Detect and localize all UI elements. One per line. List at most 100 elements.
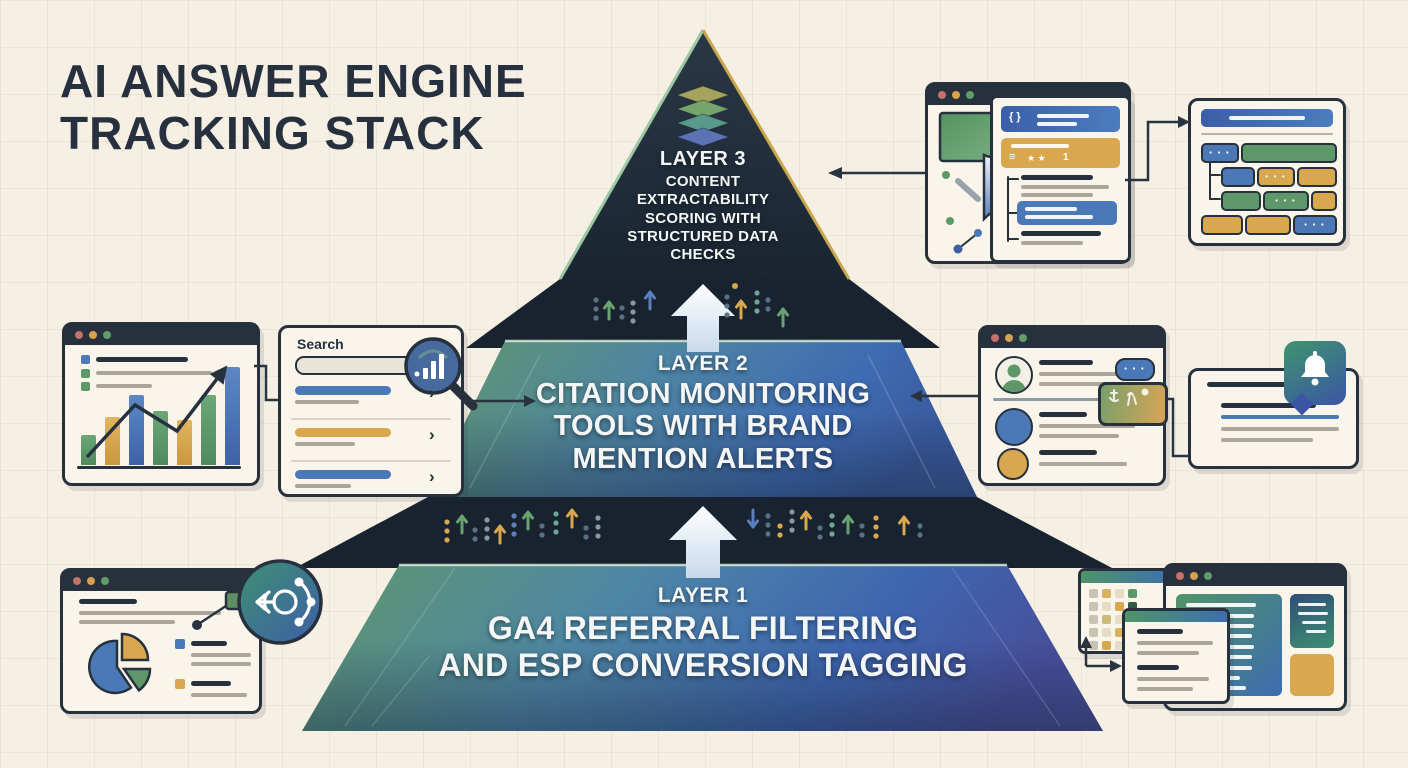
pyramid-layer3-triangle — [560, 30, 849, 279]
schema-block-orange — [1245, 215, 1291, 235]
pie-chart-window — [60, 568, 262, 714]
annotated-content-card: { } ≡ ★ ★ 1 — [990, 95, 1131, 263]
tree-stub — [1209, 198, 1221, 200]
chevron-right-icon: › — [429, 425, 435, 444]
highlight-banner — [1017, 201, 1117, 225]
text-line — [191, 693, 247, 697]
band1-decorations — [593, 283, 789, 328]
more-pill: • • • — [1115, 358, 1155, 381]
layer2-label: LAYER 2 — [657, 352, 749, 375]
schema-block-orange — [1297, 167, 1337, 187]
result-pill — [295, 428, 391, 437]
traffic-dot-red — [75, 331, 83, 339]
traffic-dot-green — [101, 577, 109, 585]
mini-header-bar — [1125, 611, 1227, 622]
magnifier-chart-icon — [404, 337, 478, 411]
schema-blocks-card: • • • • • • • • • • • • — [1188, 98, 1346, 246]
traffic-dot-red — [991, 334, 999, 342]
mentions-list-window: • • • — [978, 325, 1166, 486]
traffic-dot-yellow — [89, 331, 97, 339]
divider — [291, 418, 451, 420]
tree-stub — [1007, 212, 1019, 214]
text-line — [1021, 241, 1083, 245]
traffic-dot-red — [1176, 572, 1184, 580]
heading-line — [1137, 665, 1179, 670]
bar-chart-content — [65, 345, 257, 477]
text-line — [191, 662, 251, 666]
schema-block-green — [1241, 143, 1337, 163]
legend-swatch-green — [81, 369, 90, 378]
traffic-dot-red — [73, 577, 81, 585]
text-line — [1221, 438, 1313, 442]
search-results-panel: Search › › › — [278, 325, 478, 497]
traffic-dot-yellow — [1190, 572, 1198, 580]
search-label: Search — [297, 336, 344, 352]
star-rating-icon: ★ ★ — [1027, 153, 1046, 163]
tree-stub — [1007, 238, 1019, 240]
tree-connector — [1007, 176, 1009, 242]
traffic-dot-green — [1204, 572, 1212, 580]
window-titlebar — [63, 571, 259, 591]
result-pill — [295, 386, 391, 395]
doc-mini-card — [1122, 608, 1230, 704]
text-line — [1039, 372, 1131, 376]
text-line — [191, 653, 251, 657]
report-orange-panel — [1290, 654, 1334, 696]
legend-swatch-blue — [81, 355, 90, 364]
schema-block-orange — [1201, 215, 1243, 235]
window-titlebar — [1166, 566, 1344, 586]
text-line — [1039, 424, 1135, 428]
page-title: AI ANSWER ENGINE TRACKING STACK — [60, 55, 527, 159]
text-line — [1025, 207, 1077, 211]
heading-line — [79, 599, 137, 604]
legend-swatch-blue — [175, 639, 185, 649]
text-line — [1021, 193, 1093, 197]
layer3-green-edge — [558, 29, 705, 280]
traffic-dot-yellow — [952, 91, 960, 99]
text-line — [1039, 434, 1119, 438]
traffic-dot-green — [966, 91, 974, 99]
flow-arrow-up-1 — [671, 284, 735, 352]
window-titlebar — [981, 328, 1163, 348]
text-line — [1011, 144, 1069, 148]
legend-line — [191, 641, 227, 646]
layers-stack-icon — [675, 85, 731, 147]
traffic-dot-green — [1019, 334, 1027, 342]
text-line — [1137, 641, 1213, 645]
chevron-right-icon: › — [429, 383, 435, 402]
page-title-line1: AI ANSWER ENGINE — [60, 55, 527, 107]
window-titlebar — [65, 325, 257, 345]
text-line — [1037, 122, 1077, 126]
legend-line — [96, 384, 152, 388]
divider — [291, 460, 451, 462]
legend-swatch-orange — [175, 679, 185, 689]
report-side-panel — [1290, 594, 1334, 648]
rating-count: 1 — [1063, 152, 1069, 163]
heading-line — [1039, 412, 1087, 417]
legend-line — [96, 371, 212, 375]
bell-icon — [1301, 351, 1329, 386]
schema-block-orange — [1311, 191, 1337, 211]
heading-line — [1021, 231, 1101, 236]
schema-block-blue: • • • — [1201, 143, 1239, 163]
code-banner: { } — [1001, 106, 1120, 132]
layer1-description: GA4 REFERRAL FILTERING AND ESP CONVERSIO… — [438, 610, 968, 683]
layer3-gold-edge — [701, 29, 851, 280]
result-subline — [295, 484, 351, 488]
flow-arrow-up-2 — [669, 506, 737, 578]
chart-baseline — [77, 466, 241, 469]
result-pill — [295, 470, 391, 479]
braces-icon: { } — [1009, 111, 1021, 123]
avatar-orange — [997, 448, 1029, 480]
legend-line — [191, 681, 231, 686]
schema-block-blue — [1221, 167, 1255, 187]
layer1-label: LAYER 1 — [657, 584, 749, 607]
tree-connector — [1209, 159, 1211, 200]
mini-header-bar — [1081, 571, 1173, 583]
schema-block-green — [1221, 191, 1261, 211]
notification-bubble — [1284, 341, 1346, 405]
layer3-description: CONTENT EXTRACTABILITY SCORING WITH STRU… — [627, 173, 779, 264]
layer2-description: CITATION MONITORING TOOLS WITH BRAND MEN… — [535, 378, 871, 475]
trend-arrow-icon — [85, 365, 228, 459]
